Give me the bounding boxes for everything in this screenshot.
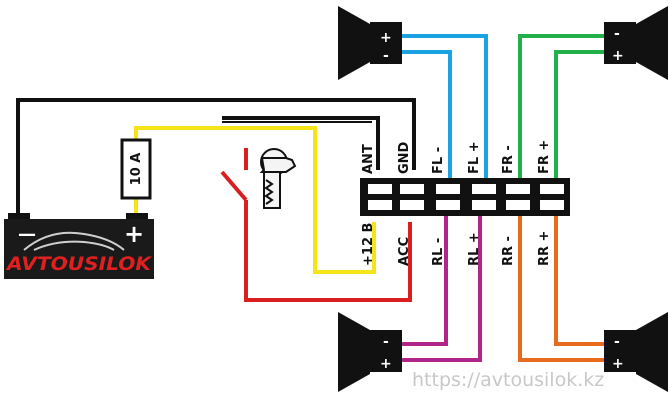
fl-speaker-minus: -: [383, 48, 389, 64]
head-unit-connector: [360, 178, 570, 216]
front-right-speaker-icon: - +: [604, 6, 668, 80]
bottom-pin-labels: +12 B ACC RL - RL + RR - RR +: [361, 223, 552, 266]
pin-fl-plus: FL +: [467, 141, 482, 174]
rear-right-wires: [518, 210, 612, 362]
car-logo-icon: [23, 231, 125, 251]
fr-speaker-plus: +: [612, 48, 624, 64]
key-icon: [259, 148, 297, 209]
battery-ground-wire: [16, 98, 416, 213]
fuse: 10 A: [120, 138, 152, 200]
battery-minus: —: [18, 224, 36, 245]
ground-wires: [16, 98, 416, 213]
pin-gnd: GND: [397, 141, 412, 174]
antenna-wire: [222, 116, 380, 170]
acc-wire: [220, 148, 412, 302]
fl-speaker-plus: +: [380, 30, 392, 46]
pin-fl-minus: FL -: [431, 147, 446, 174]
pin-rr-minus: RR -: [501, 236, 516, 266]
pin-fr-minus: FR -: [501, 145, 516, 174]
power-wire: [134, 126, 376, 274]
watermark-url: https://avtousilok.kz: [412, 369, 604, 391]
rr-speaker-minus: -: [614, 334, 620, 350]
battery-plus: +: [124, 220, 144, 248]
pin-ant: ANT: [361, 144, 376, 174]
top-pin-labels: ANT GND FL - FL + FR - FR +: [361, 140, 552, 174]
rear-right-speaker-icon: - +: [604, 312, 668, 392]
rr-speaker-plus: +: [612, 356, 624, 372]
front-left-wires: [390, 34, 488, 188]
fuse-label: 10 A: [129, 153, 144, 186]
rl-speaker-minus: -: [383, 334, 389, 350]
rear-left-speaker-icon: - +: [338, 312, 402, 392]
pin-acc: ACC: [397, 237, 412, 266]
front-right-wires: [518, 34, 612, 188]
rear-left-wires: [398, 210, 482, 362]
pin-rr-plus: RR +: [537, 231, 552, 266]
fr-speaker-minus: -: [614, 26, 620, 42]
pin-fr-plus: FR +: [537, 140, 552, 174]
battery-brand: AVTOUSILOK: [5, 253, 152, 275]
front-left-speaker-icon: + -: [338, 6, 402, 80]
rl-speaker-plus: +: [380, 356, 392, 372]
pin-rl-minus: RL -: [431, 238, 446, 266]
pin-rl-plus: RL +: [467, 232, 482, 266]
car-battery: — + AVTOUSILOK: [4, 213, 154, 279]
pin-12b: +12 B: [361, 223, 376, 266]
